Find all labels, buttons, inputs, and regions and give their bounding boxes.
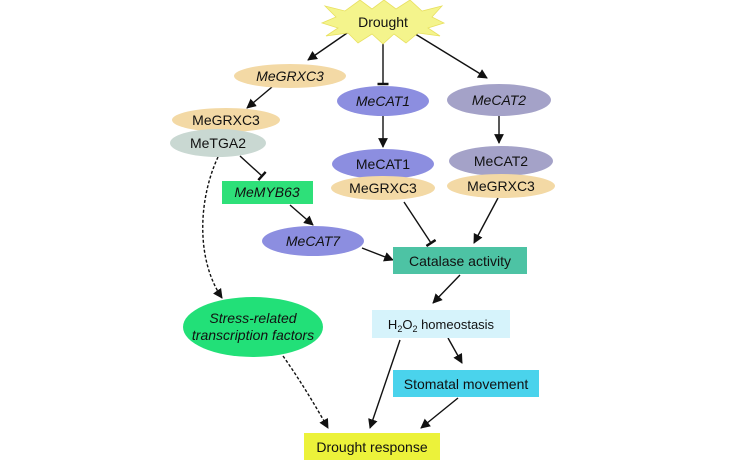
node-mecat2-gene: MeCAT2 [447, 84, 551, 116]
node-mecat1-gene: MeCAT1 [337, 86, 429, 116]
edge-memyb63-to-mecat7 [289, 204, 314, 226]
drought-label: Drought [358, 14, 408, 30]
mecat2-protein-shape [449, 146, 553, 176]
drought-response-shape [304, 433, 440, 460]
edge-h2o2-to-stomatal [447, 337, 463, 364]
node-stress-related-tfs: Stress-related transcription factors [183, 297, 323, 357]
edge-stomatal-to-drought-response [420, 397, 459, 429]
edge-catalase-to-h2o2 [432, 274, 461, 304]
stress-related-tfs-shape [183, 297, 323, 357]
edge-stress-tf-to-drought-response [282, 355, 329, 429]
edge-megrxc3-gene-to-protein [246, 86, 273, 109]
stress-related-tfs-label-line2: transcription factors [192, 327, 314, 343]
memyb63-label: MeMYB63 [234, 184, 300, 200]
mecat7-label: MeCAT7 [286, 233, 341, 249]
edge-mecat2-complex-to-catalase [473, 197, 499, 244]
node-mecat7: MeCAT7 [262, 226, 364, 256]
megrxc3-gene-label: MeGRXC3 [256, 68, 324, 84]
drought-response-label: Drought response [316, 439, 428, 455]
mecat1-gene-label: MeCAT1 [356, 93, 410, 109]
metga2-shape [170, 129, 266, 157]
megrxc3-with-cat1-shape [331, 176, 435, 200]
megrxc3-gene-shape [234, 64, 346, 88]
metga2-label: MeTGA2 [190, 135, 246, 151]
node-mecat1-megrxc3-complex: MeCAT1 MeGRXC3 [331, 149, 435, 200]
mecat7-shape [262, 226, 364, 256]
edge-metga2-to-stress-tf [202, 156, 223, 299]
node-stomatal-movement: Stomatal movement [393, 370, 539, 397]
mecat2-gene-shape [447, 84, 551, 116]
mecat2-protein-label: MeCAT2 [474, 153, 528, 169]
megrxc3-protein-shape [172, 108, 280, 132]
edge-drought-to-mecat2-gene [411, 31, 488, 79]
drought-star-shape [320, 0, 446, 45]
node-catalase-activity: Catalase activity [393, 247, 527, 274]
edge-mecat1-complex-inhibits-catalase [403, 201, 437, 248]
megrxc3-with-cat2-label: MeGRXC3 [467, 178, 535, 194]
stomatal-movement-shape [393, 370, 539, 397]
stomatal-movement-label: Stomatal movement [404, 376, 529, 392]
edges [202, 30, 504, 429]
megrxc3-with-cat2-shape [447, 174, 555, 198]
edge-metga2-inhibits-memyb63 [239, 155, 267, 181]
mecat2-gene-label: MeCAT2 [472, 92, 526, 108]
edge-mecat7-to-catalase [361, 247, 394, 262]
node-mecat2-megrxc3-complex: MeCAT2 MeGRXC3 [447, 146, 555, 198]
mecat1-gene-shape [337, 86, 429, 116]
node-drought-response: Drought response [304, 433, 440, 460]
edge-drought-to-megrxc3-gene [307, 30, 351, 61]
memyb63-shape [222, 181, 313, 204]
stress-related-tfs-label-line1: Stress-related [209, 310, 297, 326]
edge-h2o2-to-drought-response [368, 339, 401, 429]
h2o2-homeostasis-label: H2O2 homeostasis [388, 317, 495, 334]
node-h2o2-homeostasis: H2O2 homeostasis [372, 310, 510, 338]
node-megrxc3-metga2-complex: MeGRXC3 MeTGA2 [170, 108, 280, 157]
node-memyb63: MeMYB63 [222, 181, 313, 204]
h2o2-homeostasis-shape [372, 310, 510, 338]
catalase-activity-shape [393, 247, 527, 274]
megrxc3-protein-label: MeGRXC3 [192, 112, 260, 128]
megrxc3-with-cat1-label: MeGRXC3 [349, 180, 417, 196]
mecat1-protein-label: MeCAT1 [356, 156, 410, 172]
mecat1-protein-shape [332, 149, 434, 179]
node-megrxc3-gene: MeGRXC3 [234, 64, 346, 88]
catalase-activity-label: Catalase activity [409, 253, 511, 269]
node-drought: Drought [320, 0, 446, 45]
